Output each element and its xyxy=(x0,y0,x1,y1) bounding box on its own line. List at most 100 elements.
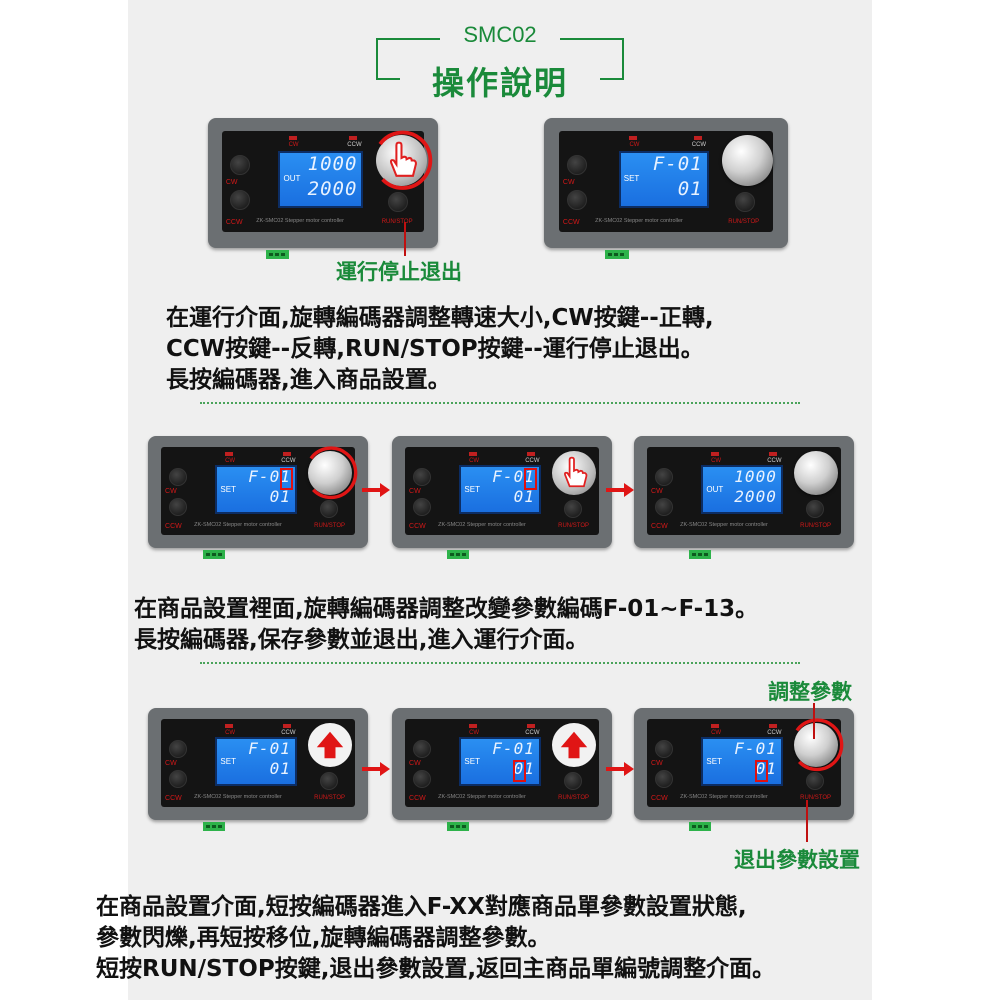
ccw-led-label: CCW xyxy=(525,730,540,737)
cw-button[interactable] xyxy=(168,468,187,487)
hand-press-icon xyxy=(375,135,427,187)
title-frame-gap xyxy=(400,70,600,90)
ccw-label: CCW xyxy=(165,795,182,803)
cw-button[interactable] xyxy=(654,740,673,759)
cw-button[interactable] xyxy=(567,155,588,176)
display-line-1: F-01 xyxy=(492,466,535,486)
device-model-text: ZK-SMC02 Stepper motor controller xyxy=(438,522,526,529)
set-indicator: SET xyxy=(464,756,480,766)
section1-line2: CCW按鍵--反轉,RUN/STOP按鍵--運行停止退出。 xyxy=(166,336,704,362)
run-stop-button[interactable] xyxy=(805,499,824,518)
set-indicator: SET xyxy=(220,756,236,766)
page-title: 操作說明 xyxy=(431,64,568,102)
cw-label: CW xyxy=(562,178,575,186)
cw-led xyxy=(225,452,234,457)
cw-label: CW xyxy=(165,488,177,496)
highlight-digit xyxy=(524,467,537,490)
device-model-text: ZK-SMC02 Stepper motor controller xyxy=(680,794,768,801)
run-stop-button[interactable] xyxy=(319,499,338,518)
cw-button[interactable] xyxy=(412,468,431,487)
ccw-button[interactable] xyxy=(168,769,187,788)
cw-button[interactable] xyxy=(168,740,187,759)
device-model-text: ZK-SMC02 Stepper motor controller xyxy=(595,218,683,225)
run-stop-button[interactable] xyxy=(319,771,338,790)
rotary-encoder-knob[interactable] xyxy=(308,450,353,495)
out-indicator: OUT xyxy=(283,174,301,184)
highlight-digit xyxy=(513,760,527,783)
set-indicator: SET xyxy=(464,484,480,494)
device-model-text: ZK-SMC02 Stepper motor controller xyxy=(438,794,526,801)
rotation-arc-icon xyxy=(370,129,433,192)
run-stop-button[interactable] xyxy=(563,499,582,518)
display-line-1: F-01 xyxy=(248,738,291,758)
display-line-2: 2000 xyxy=(307,177,358,200)
divider xyxy=(200,402,800,404)
callout-exit-settings: 退出參數設置 xyxy=(734,848,860,872)
rotary-encoder-knob[interactable] xyxy=(794,722,839,767)
cw-label: CW xyxy=(651,488,663,496)
ccw-led-label: CCW xyxy=(281,730,296,737)
run-stop-label: RUN/STOP xyxy=(558,795,590,802)
rotation-arc-icon xyxy=(788,717,844,773)
callout-line xyxy=(813,703,815,739)
ccw-led-label: CCW xyxy=(691,142,707,148)
arrow-right-icon xyxy=(606,483,634,497)
ccw-button[interactable] xyxy=(412,769,431,788)
run-stop-label: RUN/STOP xyxy=(314,523,346,530)
cw-led-label: CW xyxy=(469,730,480,737)
cw-button[interactable] xyxy=(229,155,250,176)
section2-line1: 在商品設置裡面,旋轉編碼器調整改變參數編碼F-01~F-13。 xyxy=(134,596,759,622)
section1-line1: 在運行介面,旋轉編碼器調整轉速大小,CW按鍵--正轉, xyxy=(166,305,714,331)
display-line-2: 01 xyxy=(677,177,703,200)
rotary-encoder-knob[interactable] xyxy=(794,450,839,495)
cw-button[interactable] xyxy=(654,468,673,487)
terminal-connector xyxy=(605,250,630,259)
display-line-2: 01 xyxy=(269,487,291,507)
terminal-connector xyxy=(203,822,225,831)
run-stop-button[interactable] xyxy=(387,191,408,212)
callout-line xyxy=(404,222,406,256)
ccw-led xyxy=(283,724,292,729)
cw-led xyxy=(711,452,720,457)
ccw-button[interactable] xyxy=(412,497,431,516)
ccw-button[interactable] xyxy=(567,189,588,210)
ccw-button[interactable] xyxy=(654,497,673,516)
ccw-button[interactable] xyxy=(654,769,673,788)
rotary-encoder-knob[interactable] xyxy=(721,135,773,187)
ccw-button[interactable] xyxy=(168,497,187,516)
cw-led xyxy=(225,724,234,729)
set-indicator: SET xyxy=(220,484,236,494)
ccw-label: CCW xyxy=(651,523,668,531)
ccw-led-label: CCW xyxy=(767,730,782,737)
ccw-label: CCW xyxy=(562,219,580,227)
cw-button[interactable] xyxy=(412,740,431,759)
ccw-led xyxy=(283,452,292,457)
display-line-1: 1000 xyxy=(734,466,777,486)
run-stop-button[interactable] xyxy=(805,771,824,790)
ccw-led-label: CCW xyxy=(767,458,782,465)
ccw-button[interactable] xyxy=(229,189,250,210)
run-stop-button[interactable] xyxy=(734,191,755,212)
display-line-1: 1000 xyxy=(307,153,358,176)
terminal-connector xyxy=(689,822,711,831)
display-line-1: F-01 xyxy=(492,738,535,758)
ccw-label: CCW xyxy=(225,219,243,227)
run-stop-label: RUN/STOP xyxy=(800,523,832,530)
cw-led xyxy=(711,724,720,729)
rotation-arc-icon xyxy=(302,445,358,501)
terminal-connector xyxy=(689,550,711,559)
cw-led xyxy=(469,452,478,457)
run-stop-button[interactable] xyxy=(563,771,582,790)
callout-run-stop-exit: 運行停止退出 xyxy=(336,260,462,284)
cw-led xyxy=(629,136,638,140)
